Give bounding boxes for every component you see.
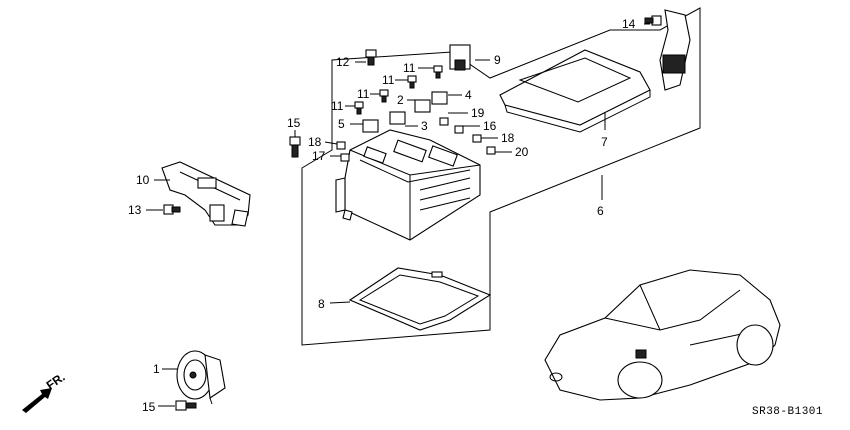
callout-18-left: 18 <box>308 135 322 149</box>
callout-10: 10 <box>136 173 150 187</box>
callout-14: 15 <box>142 400 156 414</box>
callout-12: 12 <box>336 55 350 69</box>
callout-11-c: 11 <box>357 87 370 101</box>
assembly-boundary <box>301 7 701 346</box>
callout-13: 13 <box>128 203 142 217</box>
drawing-code: SR38-B1301 <box>752 406 823 418</box>
horn <box>176 350 226 405</box>
fuse-19 <box>439 117 449 126</box>
fuse-relay-box <box>335 129 481 241</box>
bolt-15-left <box>289 136 301 158</box>
callout-2: 2 <box>397 93 404 107</box>
mounting-bracket <box>659 9 691 91</box>
relay-3 <box>389 111 406 125</box>
callout-9: 9 <box>494 53 501 67</box>
vehicle-location-view <box>544 269 781 401</box>
callout-11-a: 11 <box>403 61 416 75</box>
callout-4: 4 <box>465 88 472 102</box>
bracket <box>161 161 251 227</box>
fuse-18-right <box>472 134 482 143</box>
callout-20: 20 <box>515 145 529 159</box>
relay-9 <box>449 44 471 71</box>
callout-15-left: 15 <box>287 116 301 130</box>
bolt-13 <box>163 204 181 215</box>
callout-6: 6 <box>597 204 604 218</box>
upper-cover <box>499 49 651 133</box>
lower-cover <box>348 267 492 331</box>
bolt-14 <box>175 400 197 411</box>
callout-3: 3 <box>421 119 428 133</box>
callout-8: 8 <box>318 297 325 311</box>
bolt-11-c <box>379 89 389 103</box>
bolt-12 <box>365 49 377 66</box>
callout-11-b: 11 <box>382 73 395 87</box>
front-arrow-icon <box>22 388 52 413</box>
bolt-11-d <box>354 101 364 115</box>
callout-18-right: 18 <box>501 131 515 145</box>
fuse-16 <box>454 125 464 134</box>
callout-7: 7 <box>601 135 608 149</box>
fuse-20 <box>486 146 496 155</box>
bolt-11-a <box>433 65 443 79</box>
callout-15-top: 14 <box>622 17 636 31</box>
relay-2 <box>414 99 431 113</box>
relay-5 <box>362 119 379 133</box>
fuse-18-left <box>336 141 346 150</box>
callout-1: 1 <box>153 362 160 376</box>
leader-lines <box>146 23 650 407</box>
fuse-17 <box>340 153 350 162</box>
callout-17: 17 <box>312 149 326 163</box>
callout-labels: 1 15 10 13 12 11 11 11 11 9 4 2 3 5 19 1… <box>128 17 636 414</box>
callout-19: 19 <box>471 106 485 120</box>
callout-16: 16 <box>483 119 497 133</box>
callout-5: 5 <box>338 117 345 131</box>
callout-11-d: 11 <box>331 99 344 113</box>
bolt-11-b <box>407 75 417 89</box>
relay-4 <box>431 91 448 105</box>
bolt-15-top <box>644 15 662 26</box>
